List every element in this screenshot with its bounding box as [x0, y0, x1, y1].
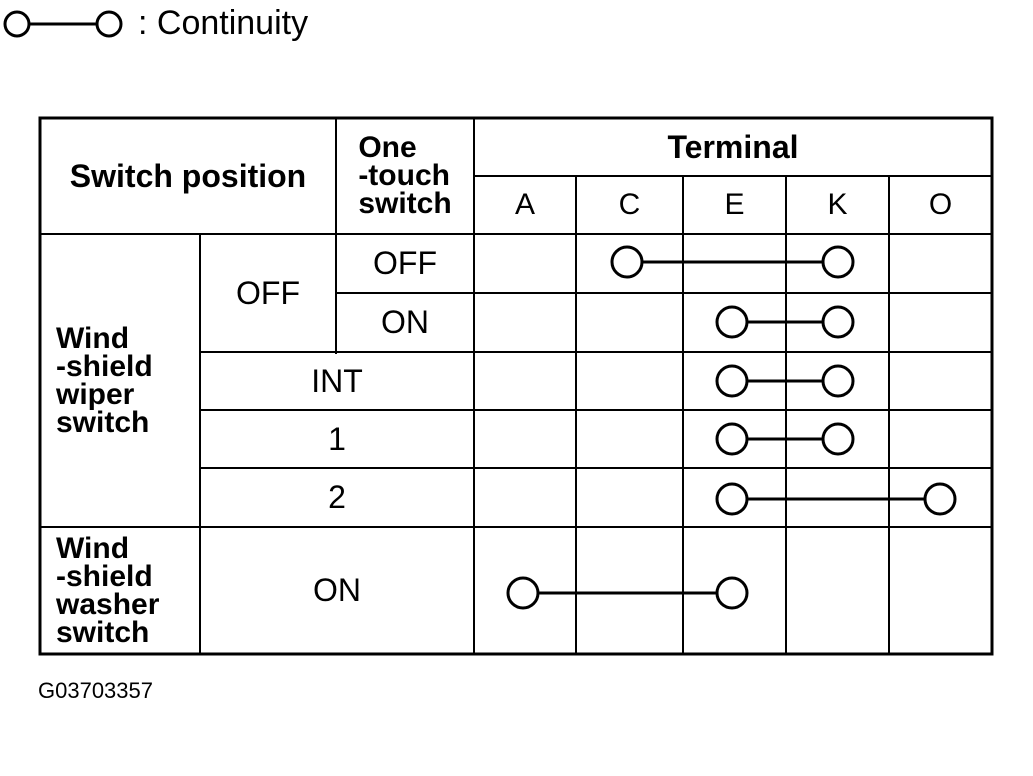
continuity-terminal-circle: [506, 576, 540, 610]
position-1: 1: [328, 420, 346, 457]
washer-label-line-3: washer: [56, 587, 160, 621]
terminal-header: Terminal: [667, 128, 799, 165]
continuity-terminal-circle: [715, 482, 749, 516]
continuity-symbol-icon: [3, 10, 123, 38]
continuity-connection: [506, 576, 749, 610]
continuity-terminal-circle: [923, 482, 957, 516]
wiper-switch-group-label: Wind -shield wiper switch: [56, 234, 200, 527]
one-touch-line-3: switch: [358, 187, 452, 220]
position-int: INT: [311, 362, 363, 399]
continuity-terminal-circle: [715, 576, 749, 610]
continuity-terminal-circle: [715, 305, 749, 339]
one-touch-off: OFF: [373, 245, 437, 281]
one-touch-line-2: -touch: [358, 159, 450, 192]
terminal-e: E: [724, 188, 745, 221]
terminal-a: A: [514, 188, 535, 221]
continuity-connection: [715, 305, 855, 339]
continuity-terminal-circle: [821, 245, 855, 279]
continuity-connection: [715, 482, 957, 516]
continuity-terminal-circle: [610, 245, 644, 279]
one-touch-header: One -touch switch: [336, 118, 474, 234]
washer-label-line-4: switch: [56, 615, 150, 649]
one-touch-line-1: One: [358, 131, 417, 164]
continuity-terminal-circle: [821, 422, 855, 456]
wiper-label-line-3: wiper: [56, 377, 135, 411]
continuity-terminal-circle: [821, 305, 855, 339]
switch-position-header: Switch position: [69, 157, 307, 194]
wiper-label-line-2: -shield: [56, 349, 153, 383]
continuity-terminal-circle: [715, 422, 749, 456]
washer-switch-group-label: Wind -shield washer switch: [56, 527, 200, 654]
wiper-label-line-4: switch: [56, 405, 150, 439]
continuity-terminal-circle: [821, 364, 855, 398]
terminal-c: C: [618, 188, 641, 221]
legend-label: : Continuity: [138, 4, 309, 42]
figure-id: G03703357: [38, 678, 153, 703]
continuity-terminal-circle: [715, 364, 749, 398]
position-2: 2: [328, 479, 346, 515]
continuity-connection: [610, 245, 855, 279]
washer-label-line-1: Wind: [56, 531, 130, 565]
terminal-o: O: [928, 188, 953, 221]
continuity-marks: [506, 245, 957, 610]
continuity-connection: [715, 422, 855, 456]
washer-position-on: ON: [313, 572, 361, 608]
legend: : Continuity: [0, 0, 340, 46]
one-touch-on: ON: [381, 304, 429, 340]
wiper-label-line-1: Wind: [56, 321, 130, 355]
continuity-connection: [715, 364, 855, 398]
washer-label-line-2: -shield: [56, 559, 153, 593]
terminal-k: K: [827, 188, 848, 221]
position-off: OFF: [236, 274, 300, 311]
